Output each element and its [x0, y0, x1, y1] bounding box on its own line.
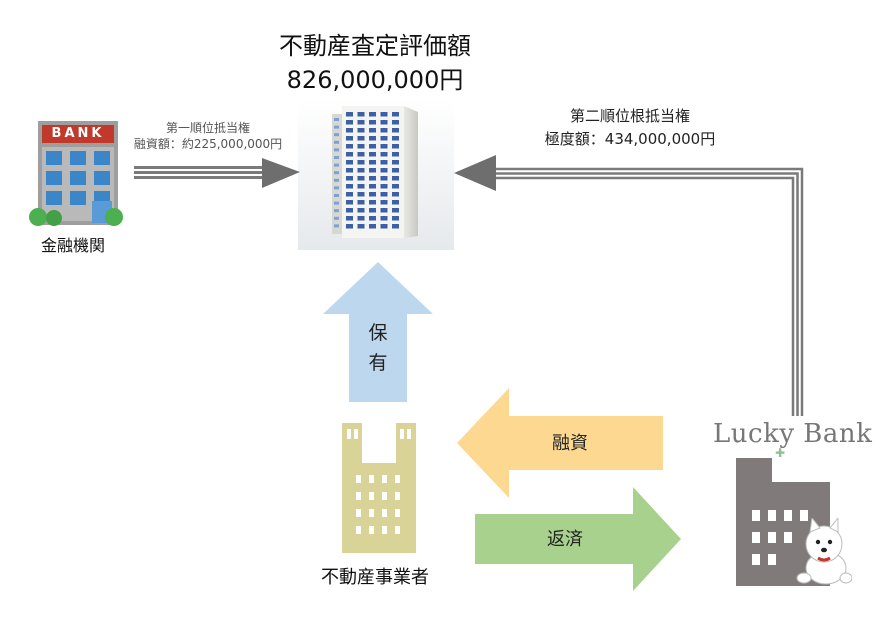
first-lien-title: 第一順位抵当権	[165, 121, 250, 135]
first-lien-amount: 融資額：約225,000,000円	[133, 137, 283, 151]
developer-building-icon	[338, 423, 420, 553]
hold-arrow	[323, 262, 433, 402]
hold-label: 保有	[368, 322, 388, 374]
appraisal-value: 826,000,000円	[286, 66, 464, 94]
repay-label: 返済	[547, 529, 583, 550]
repay-arrow	[475, 487, 681, 591]
loan-label: 融資	[552, 433, 588, 454]
bank-sign: BANK	[51, 126, 105, 141]
second-lien-arrow	[452, 150, 812, 420]
appraisal-title: 不動産査定評価額	[279, 32, 471, 60]
second-lien-amount: 極度額：434,000,000円	[544, 130, 716, 148]
loan-arrow	[457, 388, 663, 498]
bank-label: 金融機関	[40, 236, 105, 255]
first-lien-arrow	[134, 156, 300, 192]
bank-building-icon: BANK	[28, 117, 128, 229]
developer-label: 不動産事業者	[321, 567, 429, 588]
lucky-bank-logo: Lucky Bank	[713, 419, 873, 449]
lucky-bank-clover-icon: ✚	[775, 446, 786, 460]
office-tower-image	[298, 100, 454, 250]
second-lien-title: 第二順位根抵当権	[569, 107, 690, 125]
dog-mascot-icon	[796, 518, 852, 586]
